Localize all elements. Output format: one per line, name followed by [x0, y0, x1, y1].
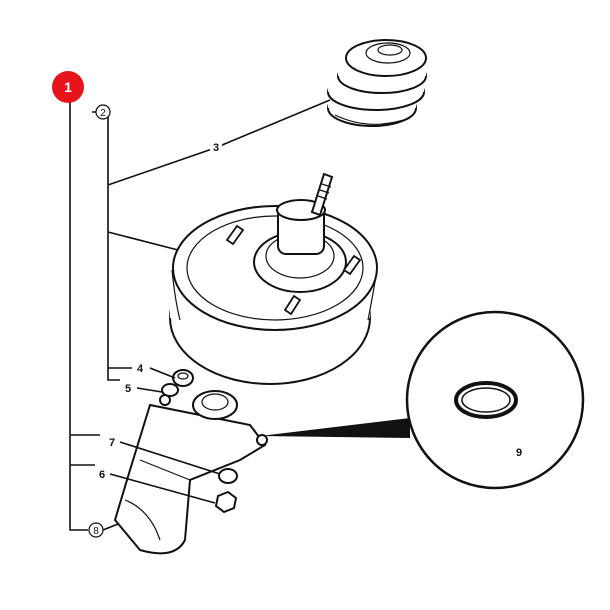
brake-booster: [169, 172, 378, 385]
master-cylinder: [113, 390, 268, 555]
callout-5-label: 5: [125, 383, 131, 395]
item-number-badge: 1: [52, 71, 84, 103]
callout-7-label: 7: [109, 437, 115, 449]
washer-part-7: [218, 468, 238, 484]
o-ring-part-9: [454, 381, 518, 419]
nut-part-4: [172, 369, 194, 387]
callout-6-label: 6: [99, 469, 105, 481]
nut-part-6: [214, 490, 238, 514]
badge-label: 1: [64, 79, 72, 95]
washer-part-5: [161, 383, 179, 397]
detail-magnifier-circle: [405, 310, 585, 490]
callout-2-label: 2: [100, 108, 106, 119]
callout-4-label: 4: [137, 363, 144, 375]
badge-circle: [52, 71, 84, 103]
detail-zoom: [260, 310, 585, 490]
callout-8-label: 8: [93, 526, 99, 537]
callout-2: 2: [95, 104, 111, 120]
callout-9-label: 9: [516, 447, 522, 459]
callout-8: 8: [88, 522, 104, 538]
rubber-boot: [327, 39, 427, 127]
callout-3-label: 3: [213, 142, 219, 154]
